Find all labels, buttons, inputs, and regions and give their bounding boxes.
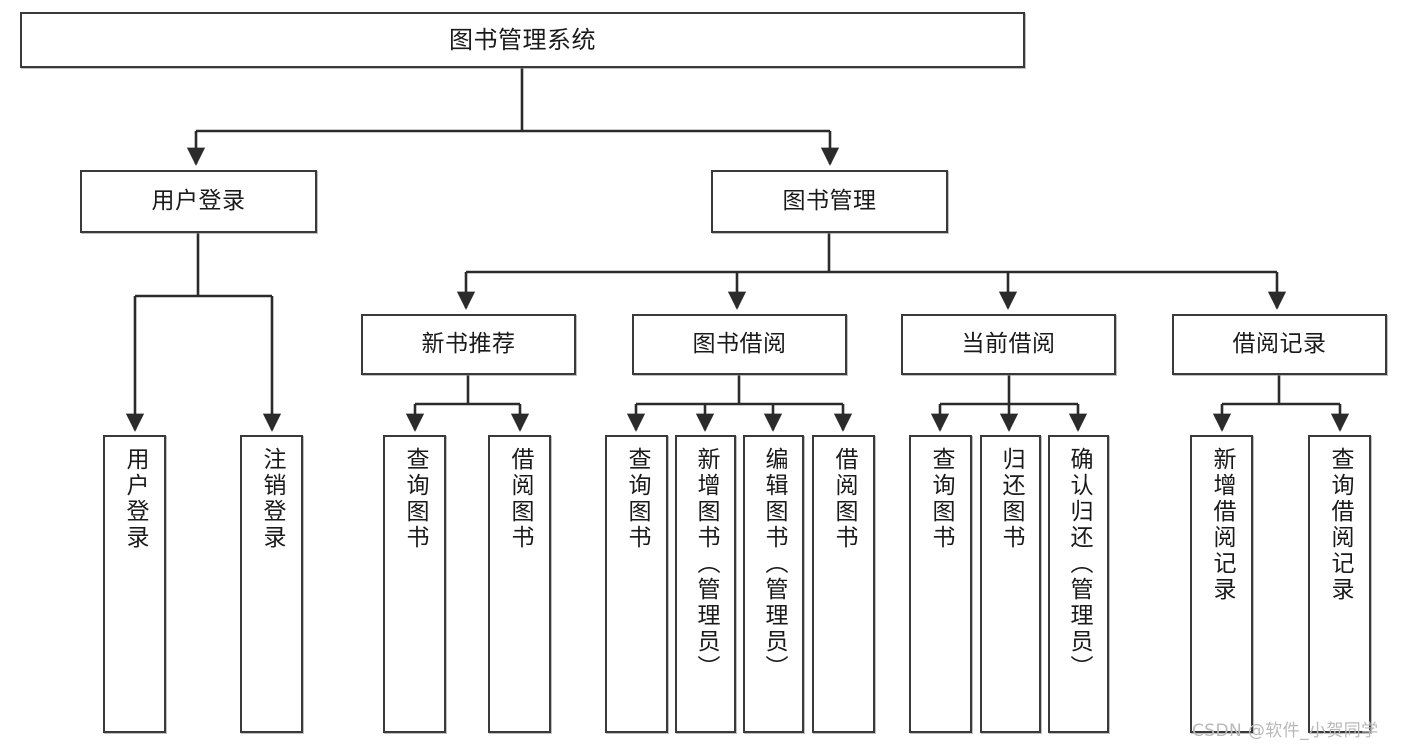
node-label: 注销登录 xyxy=(259,447,285,551)
node-label: 用户登录 xyxy=(151,187,246,214)
node-label: 借阅图书 xyxy=(507,447,533,551)
leaf-borrow-book-1[interactable]: 借阅图书 xyxy=(488,435,551,733)
node-root-system[interactable]: 图书管理系统 xyxy=(20,12,1025,68)
node-label: 当前借阅 xyxy=(961,330,1056,357)
leaf-query-borrow-record[interactable]: 查询借阅记录 xyxy=(1308,435,1371,733)
node-label: 归还图书 xyxy=(998,447,1024,551)
node-label: 查询图书 xyxy=(928,447,954,551)
leaf-logout-login[interactable]: 注销登录 xyxy=(240,435,303,733)
node-label: 图书管理 xyxy=(782,187,877,214)
node-label: 编辑图书（管理员） xyxy=(761,447,787,681)
node-label: 图书管理系统 xyxy=(449,25,596,54)
node-label: 查询图书 xyxy=(624,447,650,551)
leaf-query-book-2[interactable]: 查询图书 xyxy=(605,435,668,733)
node-borrow-record[interactable]: 借阅记录 xyxy=(1172,314,1387,375)
leaf-return-book[interactable]: 归还图书 xyxy=(980,435,1041,733)
leaf-add-borrow-record[interactable]: 新增借阅记录 xyxy=(1190,435,1253,733)
leaf-edit-book-admin[interactable]: 编辑图书（管理员） xyxy=(743,435,804,733)
node-label: 确认归还（管理员） xyxy=(1066,447,1092,681)
node-new-book-recommend[interactable]: 新书推荐 xyxy=(361,314,576,375)
leaf-query-book-3[interactable]: 查询图书 xyxy=(909,435,972,733)
node-label: 新书推荐 xyxy=(421,330,516,357)
node-label: 图书借阅 xyxy=(692,330,787,357)
leaf-borrow-book-2[interactable]: 借阅图书 xyxy=(812,435,875,733)
node-book-borrow[interactable]: 图书借阅 xyxy=(632,314,847,375)
node-label: 借阅记录 xyxy=(1232,330,1327,357)
node-book-management[interactable]: 图书管理 xyxy=(711,170,948,233)
node-user-login[interactable]: 用户登录 xyxy=(80,170,317,233)
leaf-add-book-admin[interactable]: 新增图书（管理员） xyxy=(675,435,736,733)
node-label: 查询借阅记录 xyxy=(1327,447,1353,603)
node-label: 查询图书 xyxy=(402,447,428,551)
leaf-user-login[interactable]: 用户登录 xyxy=(103,435,166,733)
node-label: 新增图书（管理员） xyxy=(693,447,719,681)
leaf-query-book-1[interactable]: 查询图书 xyxy=(383,435,446,733)
node-current-borrow[interactable]: 当前借阅 xyxy=(901,314,1116,375)
node-label: 用户登录 xyxy=(122,447,148,551)
leaf-confirm-return-admin[interactable]: 确认归还（管理员） xyxy=(1048,435,1109,733)
node-label: 新增借阅记录 xyxy=(1209,447,1235,603)
node-label: 借阅图书 xyxy=(831,447,857,551)
